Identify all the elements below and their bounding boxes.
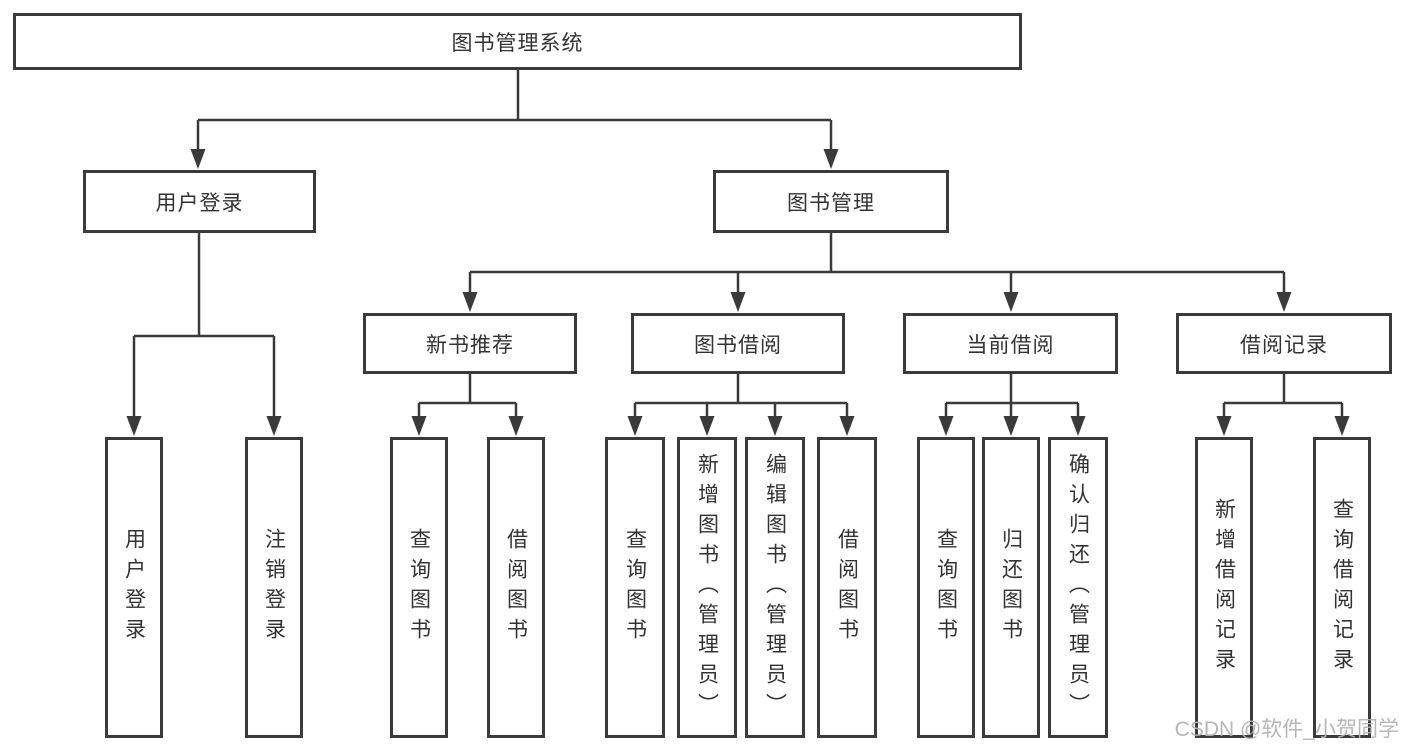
arrow-down-icon <box>266 416 282 436</box>
arrow-down-icon <box>767 416 783 436</box>
node-label: 查询图书 <box>934 527 958 648</box>
node-book-borrow: 图书借阅 <box>631 313 845 374</box>
leaf-borrow-books: 借阅图书 <box>817 437 877 738</box>
leaf-query-books-current: 查询图书 <box>917 437 975 738</box>
connector-bookborrow-to-leaves <box>633 374 849 419</box>
csdn-watermark: CSDN @软件_小贺同学 <box>1174 718 1399 741</box>
connector-bookmgmt-to-level3 <box>468 233 1286 295</box>
node-borrow-records: 借阅记录 <box>1176 313 1392 374</box>
arrow-down-icon <box>699 416 715 436</box>
node-current-borrow: 当前借阅 <box>903 313 1118 374</box>
arrow-down-icon <box>411 416 427 436</box>
node-label: 图书借阅 <box>694 333 782 357</box>
leaf-confirm-return-admin: 确认归还（管理员） <box>1048 437 1108 738</box>
node-label: 注销登录 <box>262 527 286 648</box>
arrow-down-icon <box>938 416 954 436</box>
node-label: 借阅记录 <box>1240 333 1328 357</box>
node-label: 借阅图书 <box>504 527 528 648</box>
node-label: 新书推荐 <box>426 333 514 357</box>
arrow-down-icon <box>190 149 206 169</box>
connector-currentborrow-to-leaves <box>944 374 1080 419</box>
arrow-down-icon <box>126 416 142 436</box>
arrow-down-icon <box>839 416 855 436</box>
leaf-add-book-admin: 新增图书（管理员） <box>677 437 737 738</box>
node-label: 用户登录 <box>155 191 244 215</box>
node-label: 新增借阅记录 <box>1212 497 1236 678</box>
node-label: 图书管理 <box>787 191 875 215</box>
node-label: 查询图书 <box>623 527 647 648</box>
node-library-management-system: 图书管理系统 <box>13 13 1022 70</box>
leaf-edit-book-admin: 编辑图书（管理员） <box>745 437 805 738</box>
leaf-logout: 注销登录 <box>245 437 303 738</box>
arrow-down-icon <box>462 292 478 312</box>
node-label: 当前借阅 <box>966 333 1055 357</box>
leaf-user-login: 用户登录 <box>105 437 163 738</box>
connector-root-to-level2 <box>196 70 833 152</box>
node-label: 确认归还（管理员） <box>1066 452 1090 723</box>
node-book-management: 图书管理 <box>713 170 949 233</box>
connector-userlogin-to-leaves <box>132 233 276 419</box>
node-user-login: 用户登录 <box>83 170 316 233</box>
arrow-down-icon <box>508 416 524 436</box>
arrow-down-icon <box>1003 292 1019 312</box>
leaf-borrow-books-recommend: 借阅图书 <box>487 437 545 738</box>
arrow-down-icon <box>1216 416 1232 436</box>
connector-newbook-to-leaves <box>417 374 518 419</box>
arrow-down-icon <box>1276 292 1292 312</box>
leaf-query-books-borrow: 查询图书 <box>605 437 665 738</box>
arrow-down-icon <box>627 416 643 436</box>
leaf-return-books: 归还图书 <box>982 437 1040 738</box>
node-new-book-recommend: 新书推荐 <box>363 313 577 374</box>
arrow-down-icon <box>1334 416 1350 436</box>
arrow-down-icon <box>1070 416 1086 436</box>
leaf-add-borrow-record: 新增借阅记录 <box>1195 437 1253 738</box>
leaf-query-borrow-record: 查询借阅记录 <box>1313 437 1371 738</box>
node-label: 用户登录 <box>122 527 146 648</box>
arrow-down-icon <box>823 149 839 169</box>
arrow-down-icon <box>730 292 746 312</box>
node-label: 编辑图书（管理员） <box>763 452 787 723</box>
connector-borrowrecords-to-leaves <box>1222 374 1344 419</box>
leaf-query-books-recommend: 查询图书 <box>390 437 448 738</box>
node-label: 借阅图书 <box>835 527 859 648</box>
node-label: 图书管理系统 <box>451 31 584 55</box>
arrow-down-icon <box>1003 416 1019 436</box>
node-label: 新增图书（管理员） <box>695 452 719 723</box>
node-label: 查询借阅记录 <box>1330 497 1354 678</box>
node-label: 查询图书 <box>407 527 431 648</box>
node-label: 归还图书 <box>999 527 1023 648</box>
